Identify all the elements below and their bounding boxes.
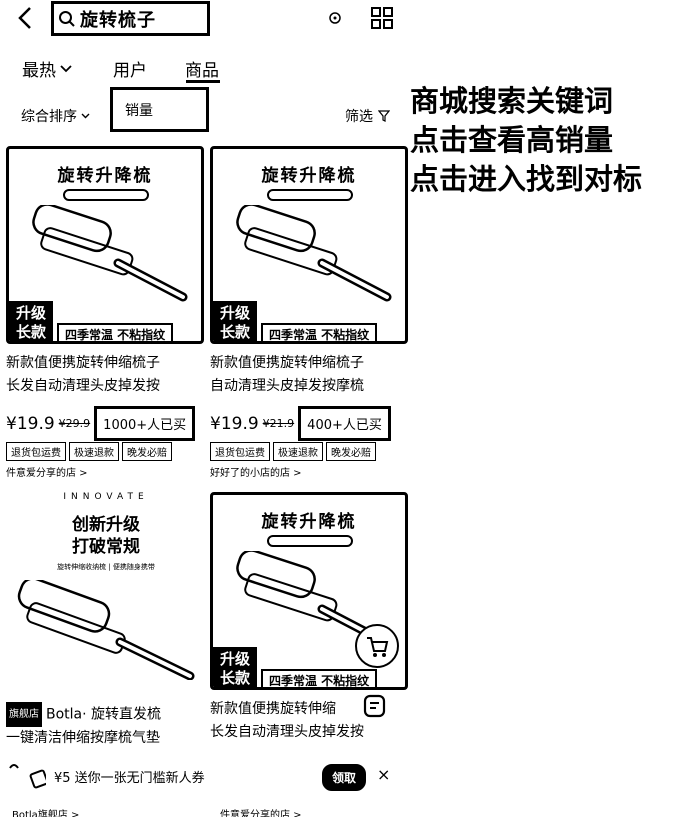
service-tags: 退货包运费 极速退款 晚发必赔 bbox=[210, 442, 376, 461]
product-title: 新款值便携旋转伸缩 长发自动清理头皮掉发按 bbox=[210, 698, 400, 744]
feedback-icon[interactable] bbox=[360, 692, 390, 722]
product-title-line-1: 新款值便携旋转伸缩梳子 bbox=[6, 355, 160, 371]
upgrade-corner-badge: 升级长款 bbox=[9, 301, 53, 341]
product-title-line-2: 长发自动清理头皮掉发按 bbox=[210, 724, 364, 740]
product-feature-tag: 四季常温 不粘指纹 bbox=[261, 669, 378, 687]
banner-sub-pill bbox=[267, 535, 353, 547]
chevron-down-icon bbox=[81, 113, 90, 119]
banner-sub-pill bbox=[63, 189, 149, 201]
product-title-line-2: 一键清洁伸缩按摩梳气垫 bbox=[6, 730, 160, 746]
filter-label: 筛选 bbox=[345, 109, 373, 125]
coupon-text: ¥5 送你一张无门槛新人券 bbox=[54, 770, 205, 786]
more-icon[interactable] bbox=[325, 8, 345, 28]
upgrade-corner-badge: 升级长款 bbox=[213, 301, 257, 341]
shop-link[interactable]: Botla旗舰店 > bbox=[12, 810, 80, 817]
coupon-gift-icon bbox=[9, 764, 46, 789]
product-card-1[interactable]: 旋转升降梳 升级长款 四季常温 不粘指纹 新款值便携旋转伸缩梳子 长发自动清理头… bbox=[6, 146, 206, 486]
annotation-line-2: 点击查看高销量 bbox=[410, 123, 614, 157]
innovate-title-line-1: 创新升级 bbox=[72, 515, 140, 535]
cart-button[interactable] bbox=[355, 624, 399, 668]
claim-coupon-button[interactable]: 领取 bbox=[322, 764, 367, 791]
product-old-price: ¥29.9 bbox=[58, 417, 91, 430]
comb-illustration bbox=[236, 205, 392, 302]
comb-illustration bbox=[32, 205, 188, 302]
innovate-heading: INNOVATE bbox=[63, 492, 149, 502]
filter-icon bbox=[378, 110, 390, 122]
shop-link[interactable]: 好好了的小店的店 > bbox=[210, 468, 302, 479]
shop-link[interactable]: 件意爱分享的店 > bbox=[6, 468, 88, 479]
grid-view-icon[interactable] bbox=[370, 6, 394, 30]
product-image: INNOVATE 创新升级 打破常规 旋转伸缩收纳梳 | 便携随身携带 bbox=[6, 492, 204, 690]
sort-overall-label: 综合排序 bbox=[21, 109, 77, 125]
tab-hot-label: 最热 bbox=[22, 61, 56, 81]
product-title-line-2: 长发自动清理头皮掉发按 bbox=[6, 378, 160, 394]
comb-illustration bbox=[17, 580, 195, 680]
annotation-text: 商城搜索关键词 点击查看高销量 点击进入找到对标 bbox=[410, 82, 642, 199]
flagship-store-badge: 旗舰店 bbox=[6, 702, 42, 727]
product-price: ¥19.9 bbox=[210, 413, 259, 434]
product-name: Botla· 旋转直发梳 bbox=[46, 706, 162, 723]
product-feature-tag: 四季常温 不粘指纹 bbox=[261, 323, 378, 341]
search-input[interactable]: 旋转梳子 bbox=[51, 1, 210, 36]
product-image: 旋转升降梳 升级长款 四季常温 不粘指纹 bbox=[6, 146, 204, 344]
innovate-title-line-2: 打破常规 bbox=[72, 537, 140, 557]
back-arrow-icon[interactable] bbox=[12, 4, 40, 32]
service-tag: 极速退款 bbox=[273, 442, 323, 461]
sort-overall-dropdown[interactable]: 综合排序 bbox=[21, 106, 90, 126]
price-row: ¥19.9 ¥29.9 1000+人已买 bbox=[6, 406, 196, 441]
tab-active-underline bbox=[186, 80, 220, 83]
sold-count: 1000+人已买 bbox=[94, 406, 196, 441]
product-title: 新款值便携旋转伸缩梳子 自动清理头皮掉发按摩梳 bbox=[210, 352, 400, 398]
annotation-line-3: 点击进入找到对标 bbox=[410, 162, 643, 196]
shop-link[interactable]: 件意爱分享的店 > bbox=[220, 810, 302, 817]
sort-sales-button[interactable]: 销量 bbox=[110, 87, 209, 132]
tab-goods[interactable]: 商品 bbox=[185, 61, 219, 81]
product-title: 新款值便携旋转伸缩梳子 长发自动清理头皮掉发按 bbox=[6, 352, 196, 398]
banner-sub-pill bbox=[267, 189, 353, 201]
tab-hot[interactable]: 最热 bbox=[22, 56, 72, 81]
close-icon[interactable]: × bbox=[377, 765, 391, 784]
product-image: 旋转升降梳 升级长款 四季常温 不粘指纹 bbox=[210, 146, 408, 344]
search-query-text: 旋转梳子 bbox=[80, 9, 156, 31]
annotation-line-1: 商城搜索关键词 bbox=[410, 84, 614, 118]
coupon-banner[interactable]: ¥5 送你一张无门槛新人券 领取 × bbox=[6, 753, 406, 799]
product-feature-tag: 四季常温 不粘指纹 bbox=[57, 323, 174, 341]
sold-count: 400+人已买 bbox=[298, 406, 391, 441]
innovate-title: 创新升级 打破常规 bbox=[46, 514, 166, 558]
service-tag: 极速退款 bbox=[69, 442, 119, 461]
tab-user[interactable]: 用户 bbox=[113, 61, 147, 81]
product-title-line-2: 自动清理头皮掉发按摩梳 bbox=[210, 378, 364, 394]
upgrade-corner-badge: 升级长款 bbox=[213, 647, 257, 687]
cart-icon bbox=[367, 637, 389, 657]
product-title-line-1: 新款值便携旋转伸缩 bbox=[210, 701, 336, 717]
product-title-line-1: 新款值便携旋转伸缩梳子 bbox=[210, 355, 364, 371]
service-tags: 退货包运费 极速退款 晚发必赔 bbox=[6, 442, 172, 461]
product-old-price: ¥21.9 bbox=[262, 417, 295, 430]
product-banner: 旋转升降梳 bbox=[261, 512, 357, 532]
chevron-down-icon bbox=[60, 64, 72, 72]
search-icon bbox=[59, 10, 75, 27]
service-tag: 晚发必赔 bbox=[122, 442, 172, 461]
service-tag: 退货包运费 bbox=[210, 442, 270, 461]
sort-sales-label: 销量 bbox=[125, 102, 153, 119]
product-banner: 旋转升降梳 bbox=[261, 166, 357, 186]
product-card-2[interactable]: 旋转升降梳 升级长款 四季常温 不粘指纹 新款值便携旋转伸缩梳子 自动清理头皮掉… bbox=[210, 146, 410, 486]
service-tag: 晚发必赔 bbox=[326, 442, 376, 461]
product-banner: 旋转升降梳 bbox=[57, 166, 153, 186]
service-tag: 退货包运费 bbox=[6, 442, 66, 461]
product-price: ¥19.9 bbox=[6, 413, 55, 434]
filter-button[interactable]: 筛选 bbox=[345, 106, 390, 126]
innovate-subtitle: 旋转伸缩收纳梳 | 便携随身携带 bbox=[57, 563, 155, 571]
price-row: ¥19.9 ¥21.9 400+人已买 bbox=[210, 406, 391, 441]
